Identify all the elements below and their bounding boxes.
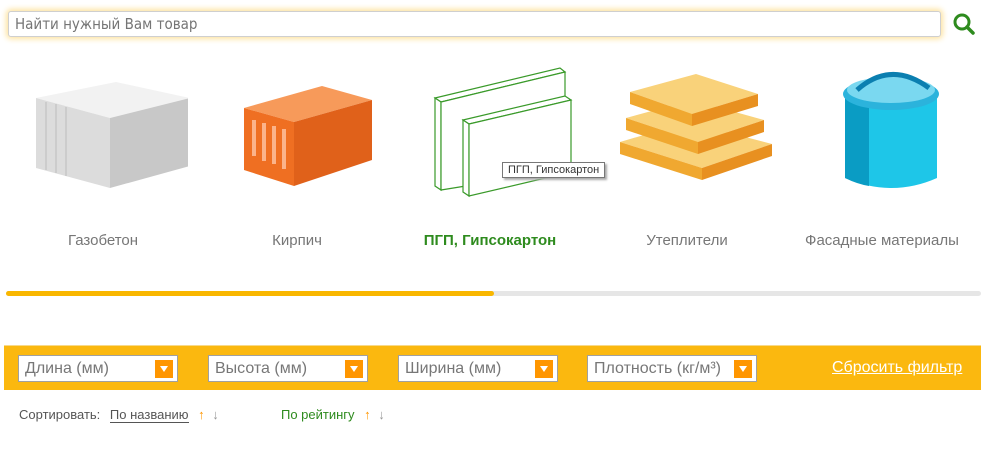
sort-by-rating[interactable]: По рейтингу	[281, 407, 355, 422]
select-value: Ширина (мм)	[405, 360, 502, 377]
sort-name-desc-icon[interactable]: ↓	[212, 407, 219, 422]
width-select[interactable]: Ширина (мм)	[398, 355, 558, 382]
sort-by-name[interactable]: По названию	[109, 407, 189, 423]
density-select[interactable]: Плотность (кг/м³)	[587, 355, 757, 382]
carousel-scrollbar[interactable]	[6, 291, 981, 296]
carousel-scrollbar-thumb[interactable]	[6, 291, 494, 296]
height-select[interactable]: Высота (мм)	[208, 355, 368, 382]
filter-bar: Длина (мм) Высота (мм) Ширина (мм) Плотн…	[4, 345, 981, 390]
sort-rating-asc-icon[interactable]: ↑	[364, 407, 371, 422]
dropdown-arrow-icon	[155, 360, 173, 378]
insulation-image	[620, 74, 772, 180]
category-label: ПГП, Гипсокартон	[423, 232, 557, 249]
select-value: Высота (мм)	[215, 360, 308, 377]
category-label: Кирпич	[272, 232, 322, 249]
drywall-image	[433, 67, 573, 198]
category-label: Фасадные материалы	[805, 232, 959, 249]
select-value: Плотность (кг/м³)	[594, 360, 721, 377]
category-utepliteli[interactable]: Утеплители	[592, 60, 782, 249]
brick-image	[244, 86, 372, 186]
category-kirpich[interactable]: Кирпич	[202, 60, 392, 249]
category-fasad[interactable]: Фасадные материалы	[787, 60, 977, 249]
sort-rating-desc-icon[interactable]: ↓	[378, 407, 385, 422]
reset-filter-link[interactable]: Сбросить фильтр	[832, 359, 963, 376]
aerated-block-image	[36, 82, 188, 188]
dropdown-arrow-icon	[535, 360, 553, 378]
tooltip: ПГП, Гипсокартон	[502, 162, 606, 178]
category-gazobeton[interactable]: Газобетон	[8, 60, 198, 249]
search-input[interactable]	[8, 11, 941, 37]
sort-rating: По рейтингу ↑ ↓	[281, 407, 385, 422]
dropdown-arrow-icon	[345, 360, 363, 378]
sort-bar: Сортировать: По названию ↑ ↓	[19, 407, 219, 423]
paint-bucket-image	[843, 72, 939, 188]
search-icon[interactable]	[952, 12, 976, 36]
select-value: Длина (мм)	[25, 360, 109, 377]
category-label: Газобетон	[67, 232, 139, 249]
category-label: Утеплители	[646, 232, 728, 249]
dropdown-arrow-icon	[734, 360, 752, 378]
sort-label: Сортировать:	[19, 407, 101, 422]
category-pgp[interactable]: ПГП, Гипсокартон	[395, 60, 585, 249]
sort-name-asc-icon[interactable]: ↑	[198, 407, 205, 422]
length-select[interactable]: Длина (мм)	[18, 355, 178, 382]
